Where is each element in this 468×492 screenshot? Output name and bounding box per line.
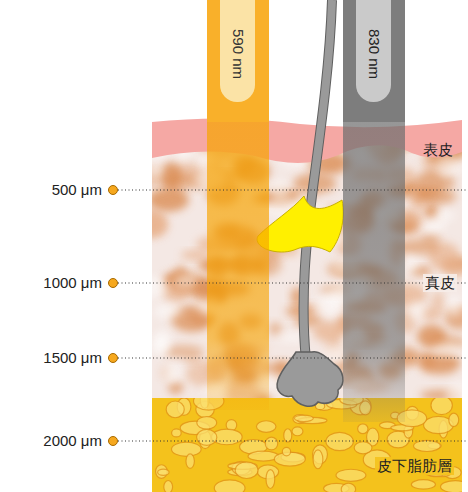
texture-blob xyxy=(163,363,180,385)
texture-blob xyxy=(408,302,425,321)
fat-cell xyxy=(292,427,303,436)
epidermis-layer xyxy=(152,118,462,163)
sebaceous-gland xyxy=(257,196,343,252)
fat-cell xyxy=(197,429,217,445)
texture-blob xyxy=(152,208,165,236)
epidermis-band: 表皮 xyxy=(152,120,462,164)
depth-line xyxy=(118,440,466,441)
texture-blob xyxy=(436,157,461,175)
texture-blob xyxy=(152,277,168,299)
beam-590-core xyxy=(220,0,255,102)
depth-dot xyxy=(109,354,118,363)
fat-cell xyxy=(336,469,366,481)
fat-cell xyxy=(358,424,368,434)
depth-dot xyxy=(109,279,118,288)
fat-cell xyxy=(265,437,278,450)
wavelength-label: 830 nm xyxy=(365,29,383,79)
fat-cell xyxy=(431,398,452,415)
fat-cell xyxy=(354,442,372,454)
depth-label: 2000 μm xyxy=(43,432,102,450)
texture-blob xyxy=(174,274,196,287)
depth-dot xyxy=(109,186,118,195)
texture-blob xyxy=(406,255,419,273)
hair-shaft xyxy=(304,0,332,360)
fat-cell xyxy=(158,469,170,475)
fat-cell xyxy=(449,413,459,426)
depth-label: 1000 μm xyxy=(43,274,102,292)
hair-bulb xyxy=(277,352,343,407)
fat-band: 皮下脂肪層 xyxy=(152,398,462,492)
texture-blob xyxy=(154,330,171,353)
fat-cell xyxy=(411,480,435,490)
fat-cell xyxy=(294,415,313,421)
fat-cell xyxy=(282,447,290,455)
texture-blob xyxy=(152,165,163,176)
depth-label: 500 μm xyxy=(52,181,102,199)
texture-blob xyxy=(422,218,445,232)
texture-blob xyxy=(446,383,462,400)
layer-label: 真皮 xyxy=(423,274,457,292)
fat-cell xyxy=(341,483,355,492)
fat-cell xyxy=(414,440,441,451)
texture-blob xyxy=(313,321,347,342)
dermis-band: 真皮 xyxy=(152,164,462,398)
texture-blob xyxy=(153,304,181,319)
fat-layer xyxy=(152,398,462,492)
fat-cell xyxy=(171,442,201,456)
depth-line xyxy=(118,282,466,283)
fat-cell xyxy=(164,480,173,492)
fat-cell xyxy=(313,450,323,469)
fat-cell xyxy=(172,429,182,437)
depth-dot xyxy=(109,437,118,446)
fat-cell xyxy=(166,401,184,418)
texture-blob xyxy=(430,343,462,356)
layer-label: 皮下脂肪層 xyxy=(375,457,454,475)
fat-cell xyxy=(441,481,462,492)
wavelength-label: 590 nm xyxy=(229,29,247,79)
fat-cell xyxy=(266,470,275,489)
beam-590-box: 590 nm xyxy=(220,0,255,100)
texture-blob xyxy=(159,162,181,190)
fat-cell xyxy=(197,416,217,429)
beam-830-box: 830 nm xyxy=(356,0,391,100)
texture-blob xyxy=(181,251,208,260)
texture-blob xyxy=(413,189,431,198)
fat-cells xyxy=(156,398,462,492)
fat-cell xyxy=(214,480,245,492)
depth-line xyxy=(118,357,466,358)
fat-cell xyxy=(186,454,195,469)
beam-830-core xyxy=(356,0,391,102)
fat-cell xyxy=(256,421,276,433)
depth-line xyxy=(118,189,466,190)
texture-blob xyxy=(269,323,282,335)
beam-830 xyxy=(343,122,405,422)
texture-blob xyxy=(152,188,189,212)
depth-label: 1500 μm xyxy=(43,349,102,367)
beam-590 xyxy=(207,122,269,410)
fat-cell xyxy=(284,429,292,442)
hair-shaft-outline xyxy=(304,0,332,360)
layer-label: 表皮 xyxy=(423,141,453,159)
fat-cell xyxy=(235,462,258,479)
texture-blob xyxy=(447,296,461,317)
